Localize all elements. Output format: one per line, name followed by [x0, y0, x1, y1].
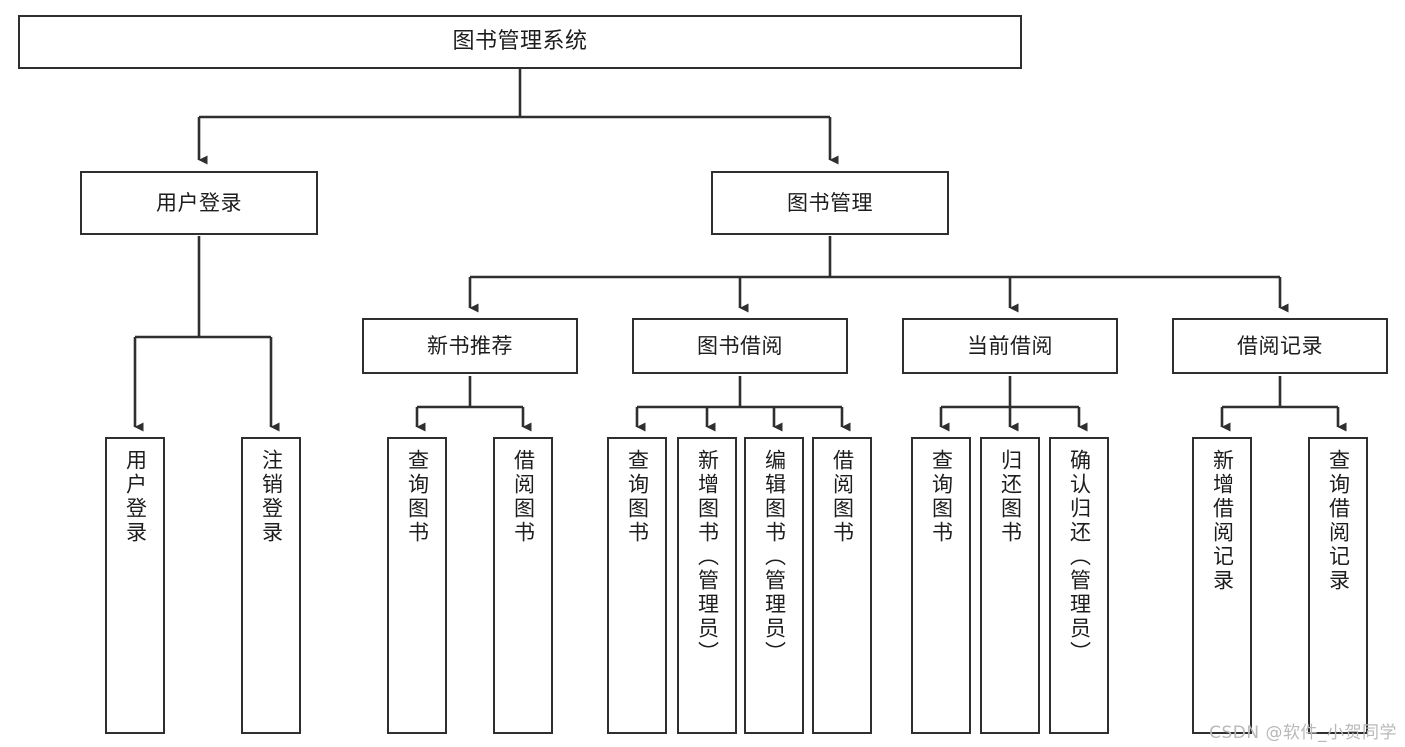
leaf-borrow-book-2-label: 借阅图书	[830, 449, 855, 545]
leaf-logout[interactable]: 注销登录	[241, 437, 301, 734]
node-book-borrow-label: 图书借阅	[697, 333, 783, 358]
node-root[interactable]: 图书管理系统	[18, 15, 1022, 69]
node-new-book-recommend-label: 新书推荐	[427, 333, 513, 358]
leaf-borrow-book-1-label: 借阅图书	[511, 449, 536, 545]
leaf-edit-book-label: 编辑图书（管理员）	[762, 449, 787, 665]
leaf-user-login-label: 用户登录	[123, 449, 148, 545]
leaf-query-borrow-record-label: 查询借阅记录	[1326, 449, 1351, 593]
node-book-manage[interactable]: 图书管理	[711, 171, 949, 235]
leaf-query-book-3-label: 查询图书	[929, 449, 954, 545]
node-borrow-record-label: 借阅记录	[1237, 333, 1323, 358]
leaf-add-borrow-record-label: 新增借阅记录	[1210, 449, 1235, 593]
leaf-confirm-return[interactable]: 确认归还（管理员）	[1049, 437, 1109, 734]
leaf-add-borrow-record[interactable]: 新增借阅记录	[1192, 437, 1252, 734]
leaf-edit-book[interactable]: 编辑图书（管理员）	[744, 437, 804, 734]
leaf-borrow-book-1[interactable]: 借阅图书	[493, 437, 553, 734]
node-current-borrow[interactable]: 当前借阅	[902, 318, 1118, 374]
leaf-return-book-label: 归还图书	[998, 449, 1023, 545]
leaf-add-book-label: 新增图书（管理员）	[695, 449, 720, 665]
leaf-query-book-2-label: 查询图书	[625, 449, 650, 545]
watermark: CSDN @软件_小贺同学	[1209, 723, 1397, 743]
leaf-query-borrow-record[interactable]: 查询借阅记录	[1308, 437, 1368, 734]
leaf-query-book-1[interactable]: 查询图书	[387, 437, 447, 734]
leaf-confirm-return-label: 确认归还（管理员）	[1067, 449, 1092, 665]
leaf-query-book-1-label: 查询图书	[405, 449, 430, 545]
leaf-user-login[interactable]: 用户登录	[105, 437, 165, 734]
node-book-borrow[interactable]: 图书借阅	[632, 318, 848, 374]
leaf-add-book[interactable]: 新增图书（管理员）	[677, 437, 737, 734]
node-user-login-label: 用户登录	[156, 190, 242, 215]
node-book-manage-label: 图书管理	[787, 190, 873, 215]
leaf-borrow-book-2[interactable]: 借阅图书	[812, 437, 872, 734]
node-new-book-recommend[interactable]: 新书推荐	[362, 318, 578, 374]
node-user-login[interactable]: 用户登录	[80, 171, 318, 235]
node-current-borrow-label: 当前借阅	[967, 333, 1053, 358]
leaf-return-book[interactable]: 归还图书	[980, 437, 1040, 734]
leaf-query-book-2[interactable]: 查询图书	[607, 437, 667, 734]
node-borrow-record[interactable]: 借阅记录	[1172, 318, 1388, 374]
leaf-logout-label: 注销登录	[259, 449, 284, 545]
leaf-query-book-3[interactable]: 查询图书	[911, 437, 971, 734]
node-root-label: 图书管理系统	[452, 29, 588, 55]
